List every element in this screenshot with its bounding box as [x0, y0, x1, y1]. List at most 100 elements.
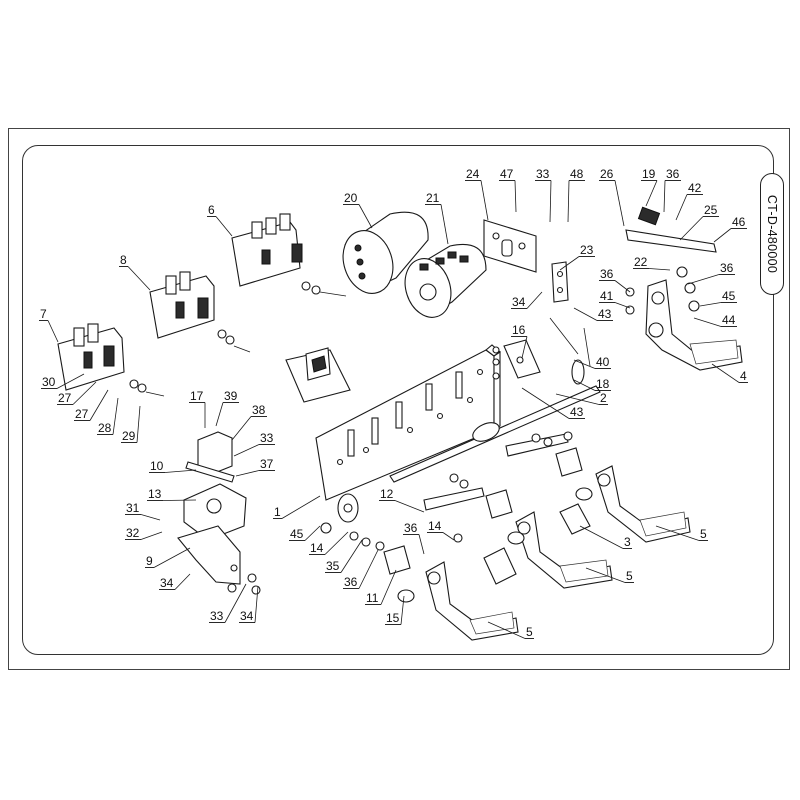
callout-c8: 8 [119, 253, 151, 291]
part-13-mount [183, 483, 247, 541]
callout-label: 34 [160, 576, 174, 590]
callout-label: 32 [126, 526, 140, 540]
callout-leader [136, 405, 141, 443]
callout-label: 14 [428, 519, 442, 533]
callout-leader [162, 499, 197, 501]
callout-label: 17 [190, 389, 204, 403]
callout-leader [614, 180, 625, 227]
callout-c14b: 14 [427, 519, 455, 541]
part-16-bracket [503, 339, 541, 379]
callout-c39: 39 [215, 389, 239, 427]
callout-leader [559, 256, 580, 271]
callout-c35: 35 [325, 539, 363, 573]
callout-label: 27 [75, 407, 89, 421]
callout-leader [614, 280, 631, 293]
callout-leader [440, 204, 449, 245]
callout-leader [663, 180, 666, 213]
callout-c10: 10 [149, 459, 197, 473]
callout-leader [648, 268, 671, 271]
callout-leader [174, 573, 191, 590]
callout-c21: 21 [425, 191, 449, 245]
hardware-washers [227, 287, 700, 595]
callout-c2: 2 [555, 391, 608, 405]
part-10-link [185, 461, 235, 483]
callout-c46: 46 [713, 215, 747, 243]
callout-label: 30 [42, 375, 56, 389]
callout-label: 36 [720, 261, 734, 275]
callout-c43b: 43 [521, 387, 585, 419]
callout-leader [215, 216, 233, 237]
callout-c18: 18 [573, 377, 611, 391]
callout-leader [713, 228, 732, 243]
part-valve-block [285, 347, 351, 403]
callout-label: 1 [274, 505, 281, 519]
callout-c33c: 33 [535, 167, 552, 223]
callout-c47: 47 [499, 167, 517, 213]
callout-leader [480, 180, 489, 221]
callout-leader [487, 621, 526, 639]
callout-leader [140, 531, 163, 540]
drawing-code-badge: CT-D-480000 [760, 173, 784, 295]
callout-label: 5 [700, 527, 707, 541]
callout-c36b: 36 [403, 521, 425, 555]
callout-label: 15 [386, 611, 400, 625]
callout-c27b: 27 [74, 389, 109, 421]
callout-leader [304, 525, 321, 541]
callout-label: 5 [526, 625, 533, 639]
callout-label: 18 [596, 377, 610, 391]
callout-label: 13 [148, 487, 162, 501]
callout-c11: 11 [365, 569, 397, 605]
callout-leader [567, 180, 570, 223]
callout-label: 42 [688, 181, 702, 195]
callout-label: 3 [624, 535, 631, 549]
callout-label: 33 [536, 167, 550, 181]
callout-leader [72, 381, 97, 405]
callout-leader [521, 387, 570, 419]
callout-c45b: 45 [699, 289, 737, 307]
callout-label: 25 [704, 203, 718, 217]
callout-label: 43 [570, 405, 584, 419]
part-1-base-plate [315, 344, 501, 501]
callout-c23: 23 [559, 243, 595, 271]
callout-c13: 13 [147, 487, 197, 501]
callout-c16: 16 [511, 323, 528, 359]
callout-label: 26 [600, 167, 614, 181]
callout-leader [281, 495, 321, 519]
callout-leader [254, 585, 259, 623]
callout-leader [655, 525, 700, 541]
callout-label: 33 [260, 431, 274, 445]
callout-c26: 26 [599, 167, 625, 227]
callout-label: 40 [596, 355, 610, 369]
callout-c5b: 5 [585, 567, 634, 583]
part-6-valve-assembly [231, 213, 347, 297]
callout-label: 22 [634, 255, 648, 269]
part-11-bracket [383, 447, 583, 575]
part-4-pedal [645, 279, 743, 371]
callout-c32: 32 [125, 526, 163, 540]
callout-leader [153, 547, 191, 568]
callout-label: 45 [722, 289, 736, 303]
callout-label: 45 [290, 527, 304, 541]
callout-label: 14 [310, 541, 324, 555]
callout-leader [579, 525, 624, 549]
drawing-border-inner [22, 145, 774, 655]
callout-leader [140, 514, 161, 521]
callout-label: 33 [210, 609, 224, 623]
callout-c28: 28 [97, 397, 119, 435]
part-40-spring [549, 317, 591, 385]
callout-leader [699, 302, 722, 307]
callout-label: 29 [122, 429, 136, 443]
callout-leader [521, 336, 528, 359]
callout-label: 6 [208, 203, 215, 217]
callout-leader [358, 204, 373, 229]
callout-label: 16 [512, 323, 526, 337]
callout-c37: 37 [235, 457, 275, 477]
callout-leader [693, 317, 722, 327]
callout-c44: 44 [693, 313, 737, 327]
callout-leader [164, 469, 197, 473]
part-9-mount-bracket [177, 525, 241, 585]
callout-label: 21 [426, 191, 440, 205]
callout-label: 31 [126, 501, 140, 515]
